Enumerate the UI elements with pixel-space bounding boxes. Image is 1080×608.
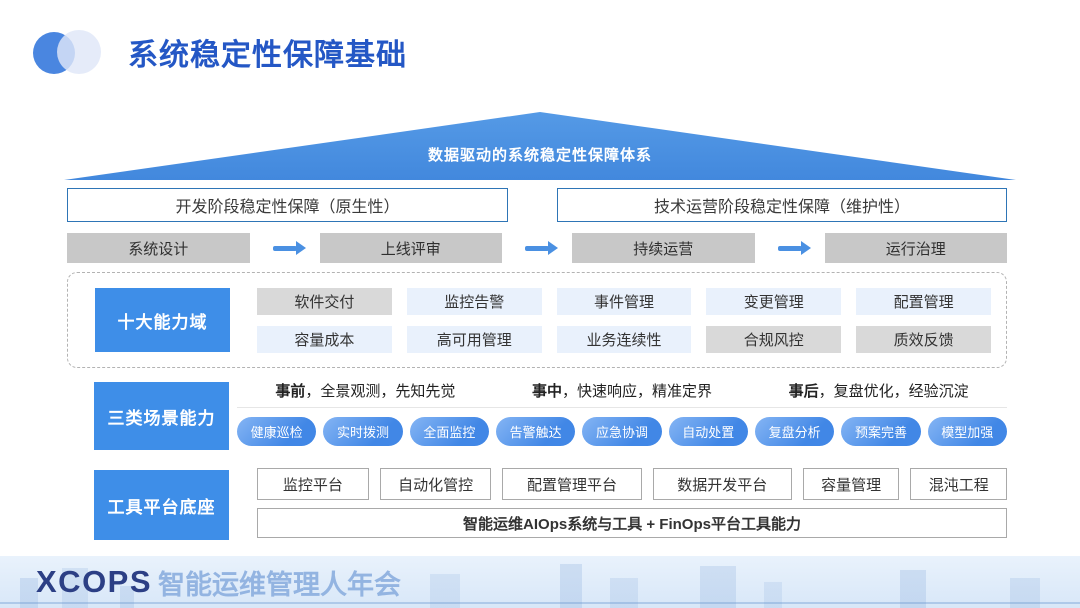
capability-item: 容量成本 <box>257 326 392 353</box>
stage-box-dev: 开发阶段稳定性保障（原生性） <box>67 188 508 222</box>
roof-banner: 数据驱动的系统稳定性保障体系 <box>64 112 1016 180</box>
scene-section: 三类场景能力 事前，全景观测，先知先觉 事中，快速响应，精准定界 事后，复盘优化… <box>67 380 1008 452</box>
flow-arrow-icon <box>777 240 811 255</box>
scene-pills: 健康巡检 实时拨测 全面监控 告警触达 应急协调 自动处置 复盘分析 预案完善 … <box>237 417 1007 446</box>
capability-item: 变更管理 <box>706 288 842 315</box>
tool-box: 容量管理 <box>802 468 900 500</box>
scene-pill: 实时拨测 <box>323 417 403 446</box>
capability-section: 十大能力域 软件交付 监控告警 事件管理 变更管理 配置管理 容量成本 高可用管… <box>67 272 1007 368</box>
capability-item: 事件管理 <box>556 288 692 315</box>
tools-base-bar: 智能运维AIOps系统与工具 + FinOps平台工具能力 <box>257 508 1007 538</box>
scene-header-before: 事前，全景观测，先知先觉 <box>237 380 494 408</box>
scene-pill: 模型加强 <box>927 417 1007 446</box>
flow-step-govern: 运行治理 <box>824 233 1007 263</box>
scene-header-after: 事后，复盘优化，经验沉淀 <box>750 380 1008 408</box>
stage-row: 开发阶段稳定性保障（原生性） 技术运营阶段稳定性保障（维护性） <box>67 188 1007 222</box>
scene-header-during: 事中，快速响应，精准定界 <box>493 380 751 408</box>
capability-item: 质效反馈 <box>856 326 991 353</box>
stage-box-ops: 技术运营阶段稳定性保障（维护性） <box>557 188 1007 222</box>
scene-section-label: 三类场景能力 <box>94 382 229 450</box>
capability-item: 高可用管理 <box>406 326 542 353</box>
footer: XCOPS 智能运维管理人年会 <box>0 556 1080 608</box>
capability-item: 配置管理 <box>856 288 991 315</box>
scene-pill: 应急协调 <box>582 417 662 446</box>
capability-section-label: 十大能力域 <box>95 288 230 352</box>
tool-box: 配置管理平台 <box>502 468 642 500</box>
scene-pill: 自动处置 <box>668 417 748 446</box>
flow-step-review: 上线评审 <box>319 233 502 263</box>
capability-grid: 软件交付 监控告警 事件管理 变更管理 配置管理 容量成本 高可用管理 业务连续… <box>257 288 991 353</box>
page-title: 系统稳定性保障基础 <box>128 39 407 72</box>
scene-headers: 事前，全景观测，先知先觉 事中，快速响应，精准定界 事后，复盘优化，经验沉淀 <box>237 380 1008 408</box>
flow-step-operate: 持续运营 <box>572 233 755 263</box>
footer-conference-name: 智能运维管理人年会 <box>158 569 402 600</box>
logo-circle-light <box>57 30 101 74</box>
scene-pill: 告警触达 <box>495 417 576 446</box>
scene-pill: 预案完善 <box>841 417 921 446</box>
tools-row: 监控平台 自动化管控 配置管理平台 数据开发平台 容量管理 混沌工程 <box>257 468 1007 500</box>
logo-icon <box>33 30 103 76</box>
tools-section: 工具平台底座 监控平台 自动化管控 配置管理平台 数据开发平台 容量管理 混沌工… <box>67 468 1007 540</box>
tools-section-label: 工具平台底座 <box>94 470 229 540</box>
scene-pill: 复盘分析 <box>754 417 835 446</box>
tool-box: 数据开发平台 <box>652 468 792 500</box>
scene-pill: 健康巡检 <box>237 417 317 446</box>
capability-item: 合规风控 <box>706 326 842 353</box>
xcops-logo: XCOPS <box>36 564 153 599</box>
tool-box: 混沌工程 <box>910 468 1007 500</box>
capability-item: 软件交付 <box>257 288 392 315</box>
flow-arrow-icon <box>272 240 306 255</box>
capability-item: 业务连续性 <box>556 326 692 353</box>
tool-box: 自动化管控 <box>379 468 492 500</box>
roof-banner-label: 数据驱动的系统稳定性保障体系 <box>427 147 652 164</box>
flow-arrow-icon <box>525 240 558 255</box>
flow-step-design: 系统设计 <box>67 233 250 263</box>
flow-row: 系统设计 上线评审 持续运营 运行治理 <box>67 233 1007 263</box>
capability-item: 监控告警 <box>406 288 542 315</box>
tool-box: 监控平台 <box>257 468 369 500</box>
scene-pill: 全面监控 <box>409 417 489 446</box>
